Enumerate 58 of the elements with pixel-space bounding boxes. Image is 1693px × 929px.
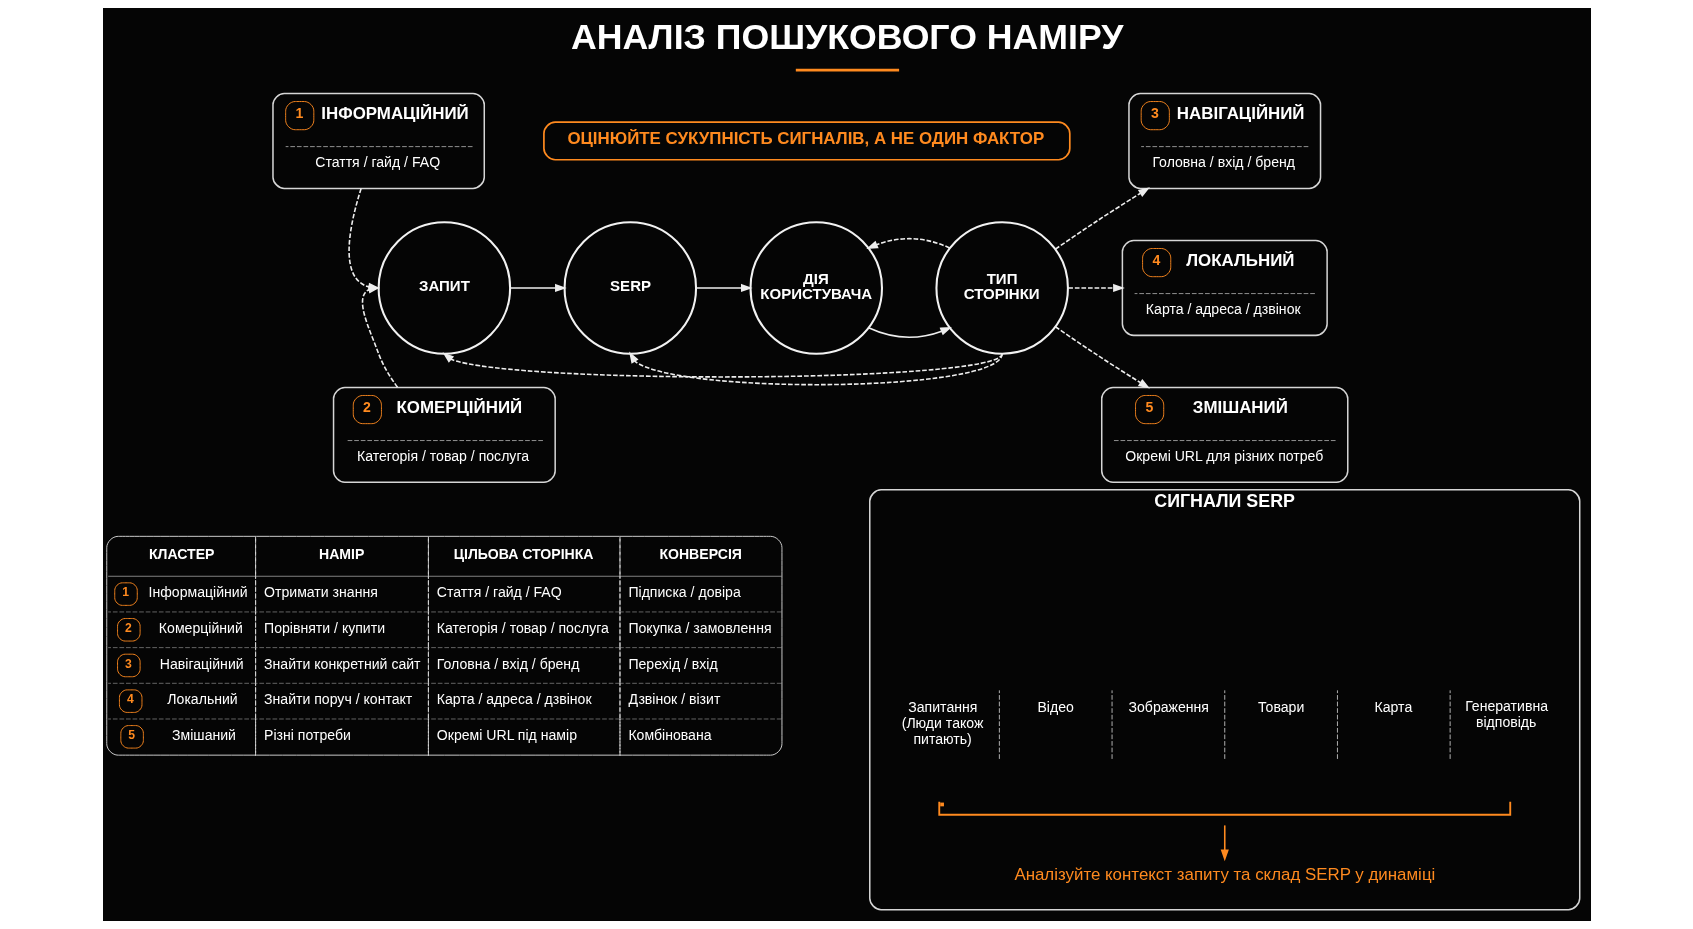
label: Підписка / довіра xyxy=(627,584,741,601)
label: 2 xyxy=(124,621,132,636)
label: Навігаційний xyxy=(159,655,244,672)
label: Карта / адреса / дзвінок xyxy=(436,691,592,708)
label: Категорія / товар / послуга xyxy=(436,620,609,637)
label: Дзвінок / візит xyxy=(627,691,720,708)
node-circle: ДІЯ КОРИСТУВАЧА xyxy=(748,221,883,355)
label: ЦІЛЬОВА СТОРІНКА xyxy=(453,546,593,563)
label: Окремі URL під намір xyxy=(436,727,577,744)
arrow xyxy=(442,352,1003,378)
label: Стаття / гайд / FAQ xyxy=(436,584,562,601)
node-box: 5 ЗМІШАНИЙ Окремі URL для різних потреб xyxy=(1100,386,1348,484)
arrow xyxy=(867,326,952,339)
label: Головна / вхід / бренд xyxy=(436,655,579,672)
arrow xyxy=(1054,325,1150,389)
label: 1 xyxy=(121,585,129,600)
label: Комерційний xyxy=(158,620,243,637)
label: Товари xyxy=(1257,698,1304,715)
label: Покупка / замовлення xyxy=(627,620,772,637)
arrow xyxy=(361,285,398,388)
arrow xyxy=(1066,283,1125,293)
label: Комбінована xyxy=(627,727,712,744)
label: Знайти поруч / контакт xyxy=(263,691,412,708)
label: Порівняти / купити xyxy=(263,620,385,637)
label: КЛАСТЕР xyxy=(148,546,214,563)
label: Зображення xyxy=(1127,698,1209,715)
label: Генеративна відповідь xyxy=(1464,698,1548,730)
label: Карта xyxy=(1374,698,1412,715)
label: Різні потреби xyxy=(263,727,351,744)
arrow xyxy=(865,237,950,249)
node-box: 2 КОМЕРЦІЙНИЙ Категорія / товар / послуга xyxy=(332,386,556,484)
label: Відео xyxy=(1036,698,1074,715)
arrow xyxy=(628,351,1003,386)
label: Локальний xyxy=(166,691,238,708)
node-box: 3 НАВІГАЦІЙНИЙ Головна / вхід / бренд xyxy=(1127,92,1321,190)
node-circle: ЗАПИТ xyxy=(377,221,511,355)
arrow xyxy=(695,283,753,293)
label: Інформаційний xyxy=(148,584,248,601)
arrow xyxy=(1054,187,1150,250)
label: КОНВЕРСІЯ xyxy=(658,546,742,563)
label: НАМІР xyxy=(318,546,364,563)
node-circle: SERP xyxy=(563,221,697,355)
node-box: ОЦІНЮЙТЕ СУКУПНІСТЬ СИГНАЛІВ, А НЕ ОДИН ФАКТОР xyxy=(542,121,1071,161)
label: 3 xyxy=(124,656,132,671)
label: 4 xyxy=(126,692,134,707)
arrow xyxy=(1220,824,1229,862)
diagram-title: АНАЛІЗ ПОШУКОВОГО НАМІРУ xyxy=(570,17,1123,58)
node-text: Аналізуйте контекст запиту та склад SERP у динаміці xyxy=(1013,864,1435,884)
arrow xyxy=(509,283,567,293)
label: Знайти конкретний сайт xyxy=(263,655,421,672)
label: Запитання (Люди також питають) xyxy=(901,698,983,747)
node-circle: ТИП СТОРІНКИ xyxy=(934,221,1069,355)
node-box: 1 ІНФОРМАЦІЙНИЙ Стаття / гайд / FAQ xyxy=(271,92,485,190)
node-box: 4 ЛОКАЛЬНИЙ Карта / адреса / дзвінок xyxy=(1121,239,1328,337)
label: Змішаний xyxy=(171,727,236,744)
label: Отримати знання xyxy=(263,584,378,601)
label: Перехід / вхід xyxy=(627,655,718,672)
label: 5 xyxy=(127,728,135,743)
